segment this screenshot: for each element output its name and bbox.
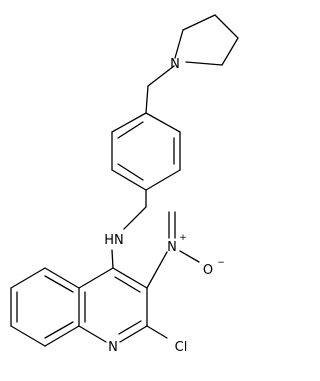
nitro-minus-charge: − xyxy=(217,258,225,268)
chloro-label: Cl xyxy=(175,340,188,355)
quinoline-n-label: N xyxy=(108,340,118,355)
nitro-n-label: N xyxy=(167,240,177,255)
nitro-plus-charge: + xyxy=(179,233,187,243)
nitro-o-label: O xyxy=(203,263,213,278)
amine-nh-label: HN xyxy=(104,233,124,248)
bond-lines xyxy=(10,14,239,347)
atom-labels: N HN N + O − N Cl xyxy=(104,57,225,355)
pyrrolidine-n-label: N xyxy=(170,57,180,72)
structure-diagram: N HN N + O − N Cl xyxy=(10,14,239,355)
